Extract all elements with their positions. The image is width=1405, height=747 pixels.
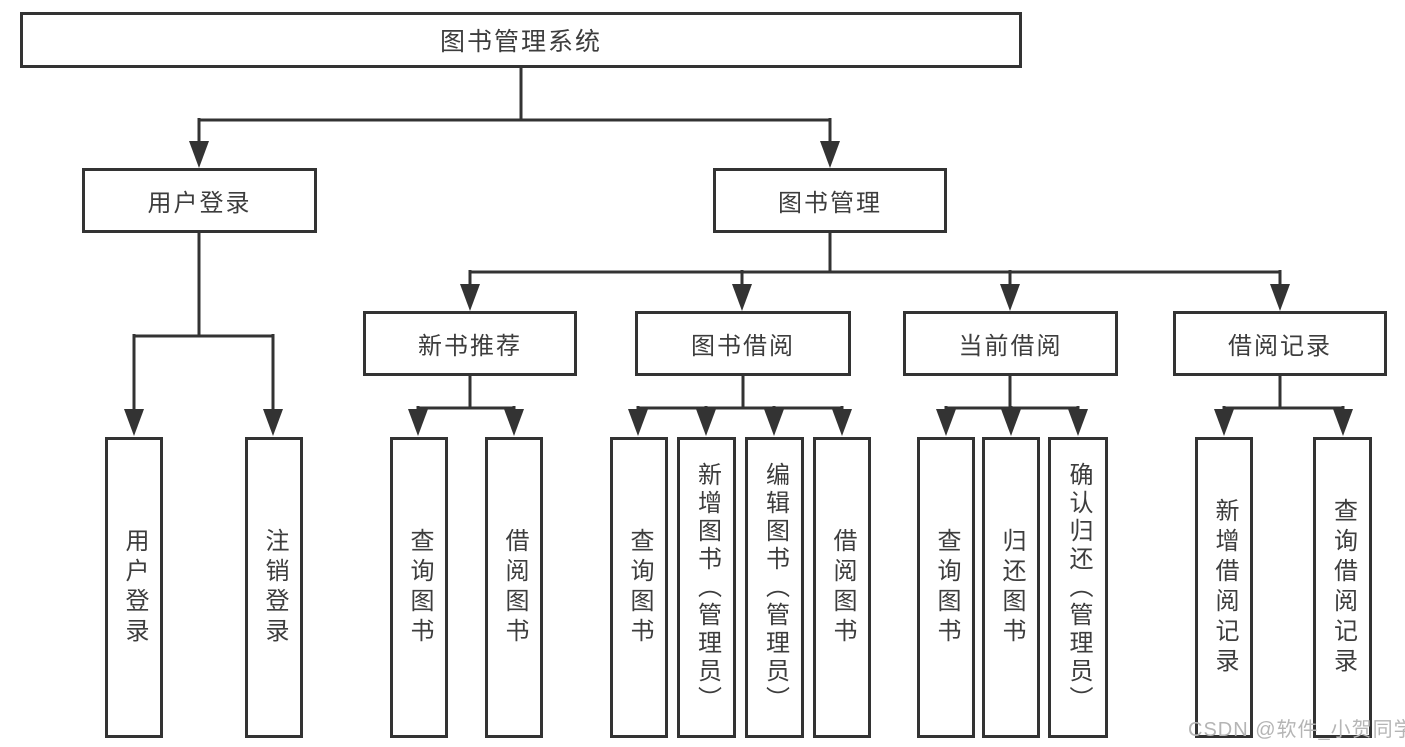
leaf-return-book: 归还图书: [982, 437, 1040, 738]
leaf-query-borrow-record: 查询借阅记录: [1313, 437, 1372, 738]
leaf-current-query-book: 查询图书: [917, 437, 975, 738]
leaf-add-book-admin: 新增图书（管理员）: [677, 437, 736, 738]
csdn-watermark: CSDN @软件_小贺同学: [1188, 719, 1405, 741]
arrowheads: [124, 141, 1353, 436]
node-library-management-system: 图书管理系统: [20, 12, 1022, 68]
leaf-borrow-borrow-book: 借阅图书: [813, 437, 871, 738]
leaf-logout: 注销登录: [245, 437, 303, 738]
node-book-management: 图书管理: [713, 168, 947, 233]
node-new-book-recommend: 新书推荐: [363, 311, 577, 376]
leaf-borrow-query-book: 查询图书: [610, 437, 668, 738]
node-book-borrow: 图书借阅: [635, 311, 851, 376]
node-borrow-record: 借阅记录: [1173, 311, 1387, 376]
leaf-user-login: 用户登录: [105, 437, 163, 738]
leaf-confirm-return-admin: 确认归还（管理员）: [1048, 437, 1108, 738]
node-user-login: 用户登录: [82, 168, 317, 233]
leaf-edit-book-admin: 编辑图书（管理员）: [745, 437, 804, 738]
leaf-recommend-query-book: 查询图书: [390, 437, 448, 738]
leaf-add-borrow-record: 新增借阅记录: [1195, 437, 1253, 738]
node-current-borrow: 当前借阅: [903, 311, 1118, 376]
leaf-recommend-borrow-book: 借阅图书: [485, 437, 543, 738]
